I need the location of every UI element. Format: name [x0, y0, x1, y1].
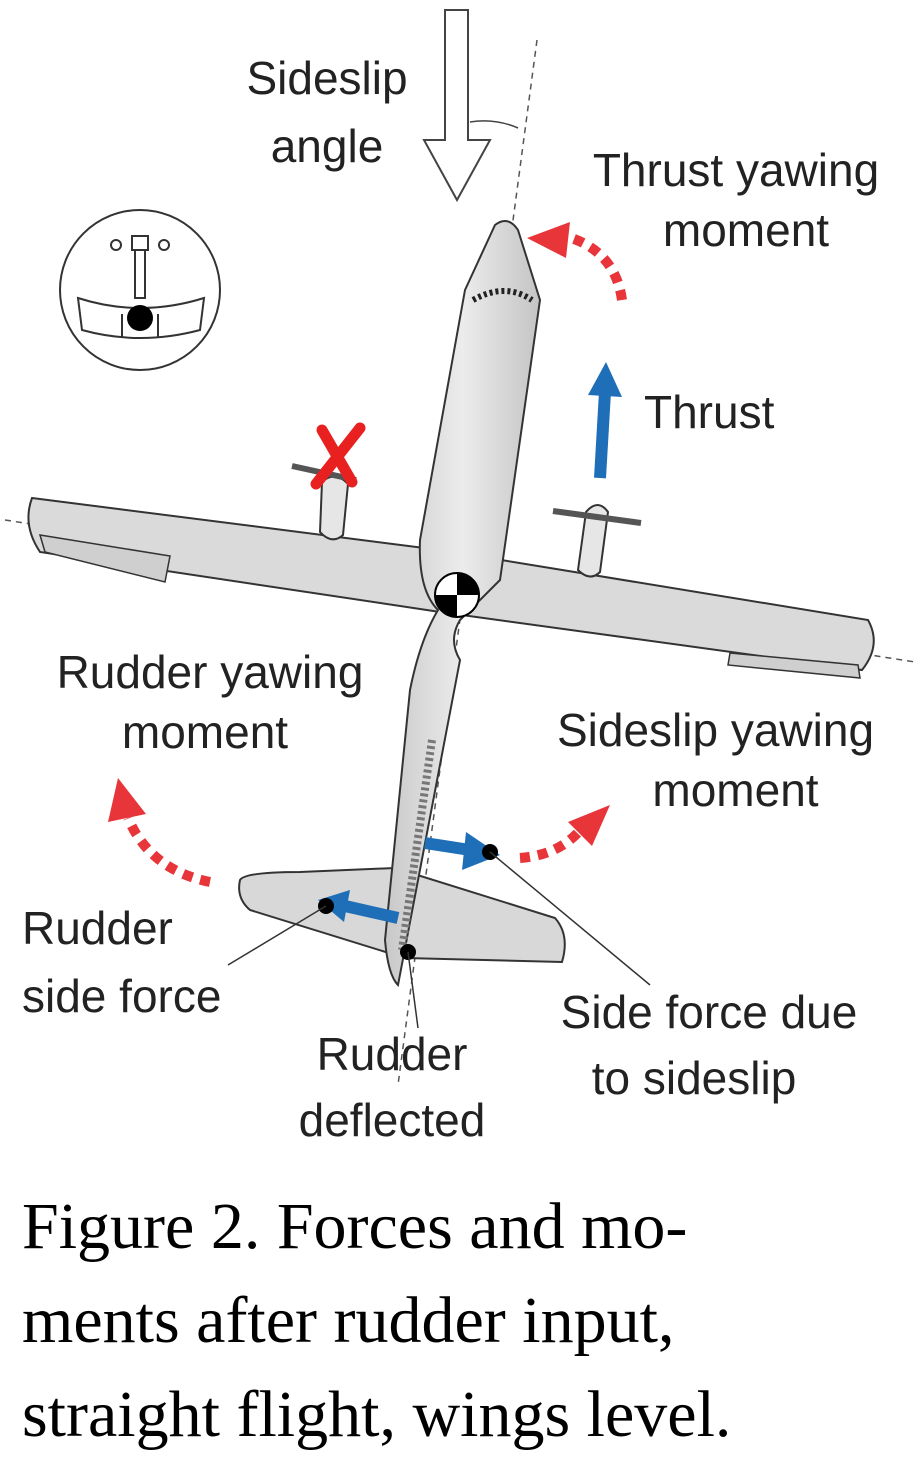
leader-rudder-side-force: [227, 905, 327, 966]
label-line: to sideslip: [591, 1052, 797, 1104]
right-engine-nacelle: [576, 504, 610, 578]
label-line: moment: [662, 204, 830, 256]
label-rudder-side-force: Rudder side force: [22, 898, 221, 1026]
caption-line: straight flight, wings level.: [22, 1378, 732, 1451]
figure-caption: Figure 2. Forces and mo- ments after rud…: [22, 1180, 912, 1462]
label-rudder-deflected: Rudder deflected: [272, 1024, 512, 1150]
label-line: moment: [121, 706, 289, 758]
thrust-yawing-moment-arrow: [563, 231, 627, 301]
left-aileron: [38, 534, 171, 583]
sideslip-arrow-icon: [422, 9, 492, 203]
rudder-hinge: [398, 739, 436, 951]
label-line: deflected: [298, 1094, 486, 1146]
sideslip-side-force-arrow: [424, 832, 500, 870]
label-sideslip-angle: Sideslip angle: [222, 48, 432, 176]
label-line: moment: [652, 764, 819, 816]
label-sideslip-yawing-moment: Sideslip yawing moment: [518, 700, 913, 820]
label-line: Sideslip: [246, 52, 408, 104]
thrust-arrow: [588, 362, 622, 479]
thrust-moment-arrowhead-icon: [527, 222, 570, 258]
label-line: side force: [22, 970, 222, 1022]
slip-indicator-icon: [59, 209, 221, 371]
leader-rudder-deflected: [407, 951, 419, 1029]
cockpit-windows: [471, 288, 534, 303]
rudder-yawing-moment-arrow: [123, 815, 212, 887]
sideslip-moment-arrowhead-icon: [568, 805, 610, 846]
label-line: Rudder yawing: [56, 646, 364, 698]
center-of-gravity-icon: [434, 572, 480, 618]
right-propeller: [552, 508, 642, 526]
label-line: Thrust yawing: [592, 144, 880, 196]
label-thrust-yawing-moment: Thrust yawing moment: [556, 140, 916, 260]
label-line: Sideslip yawing: [556, 704, 875, 756]
rudder-moment-arrowhead-icon: [108, 778, 146, 822]
sideslip-yawing-moment-arrow: [519, 824, 586, 863]
right-aileron: [727, 652, 861, 679]
label-line: Rudder: [22, 902, 173, 954]
caption-line: Figure 2. Forces and mo-: [22, 1190, 688, 1263]
caption-line: ments after rudder input,: [22, 1284, 675, 1357]
failed-engine-x-icon: [310, 422, 366, 490]
label-line: angle: [270, 120, 384, 172]
left-engine-nacelle: [318, 475, 350, 541]
label-rudder-yawing-moment: Rudder yawing moment: [20, 642, 400, 762]
label-thrust: Thrust: [644, 386, 775, 438]
label-line: Rudder: [316, 1028, 468, 1080]
leader-sideslip-side-force: [489, 851, 651, 986]
label-line: Side force due: [560, 986, 858, 1038]
sideslip-angle-arc: [469, 120, 519, 129]
label-side-force-due-to-sideslip: Side force due to sideslip: [524, 982, 894, 1108]
